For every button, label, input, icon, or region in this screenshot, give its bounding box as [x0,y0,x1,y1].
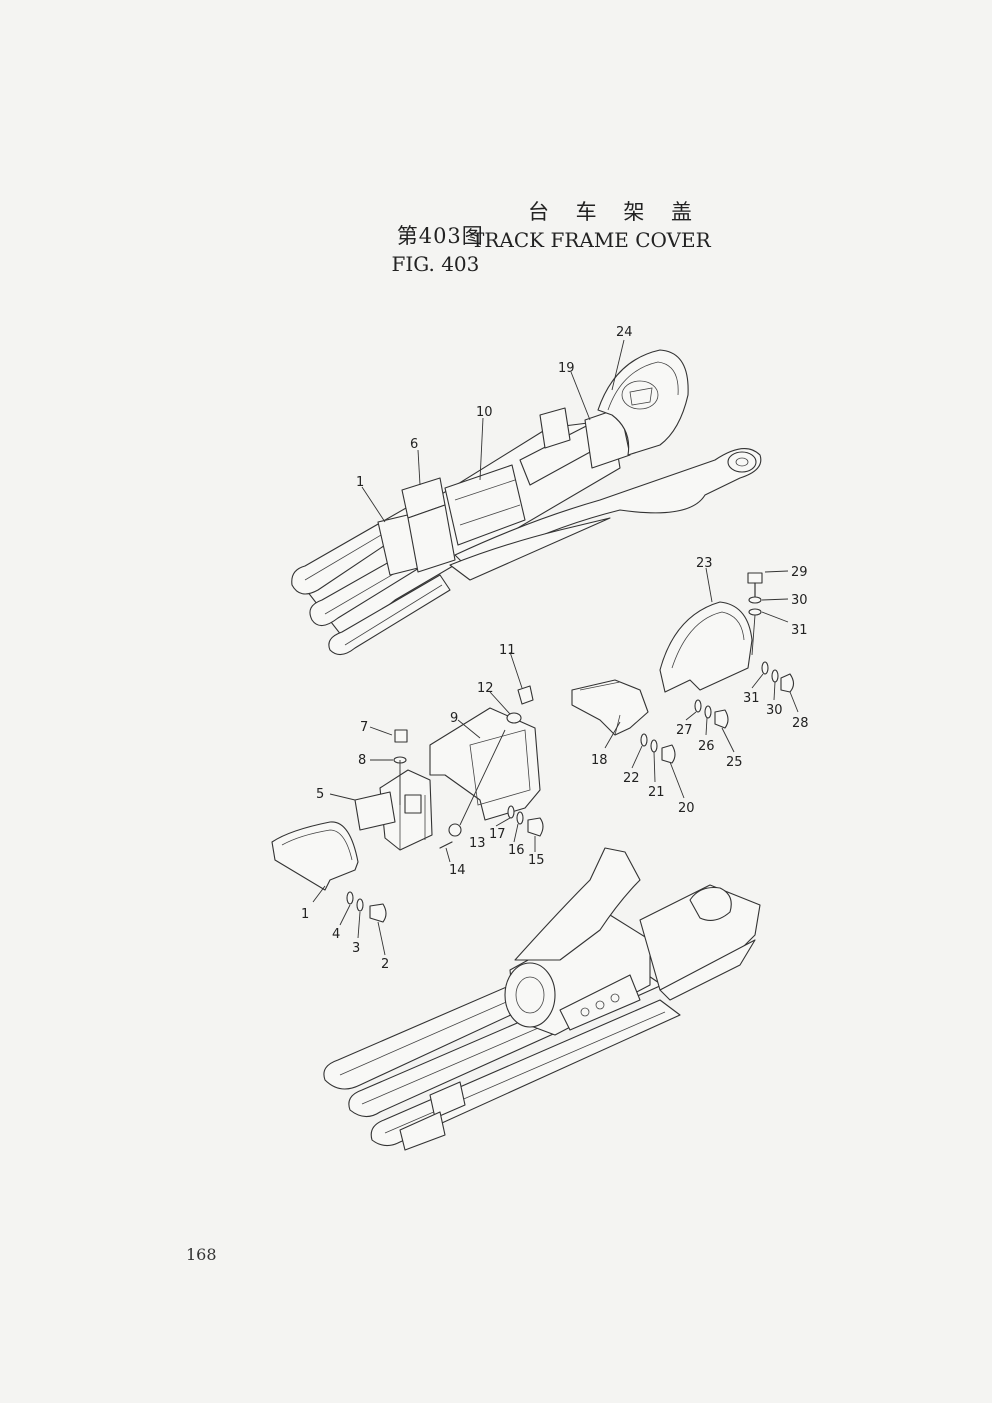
callout-label: 17 [489,827,506,842]
figure-number-cn: 第403图 [396,224,484,248]
callout-label: 15 [528,853,545,868]
callout-label: 2 [381,957,389,972]
figure-title-chinese: 第403图 台 车 架 盖 [366,196,692,298]
callout-label: 13 [469,836,486,851]
callout-label: 24 [616,325,633,340]
callout-label: 28 [792,716,809,731]
callout-label: 4 [332,927,340,942]
top-track-frame-assembly [291,349,762,656]
right-cover-group [571,572,795,764]
figure-number-en: FIG. 403 [391,252,480,276]
callout-label: 22 [623,771,640,786]
callout-label: 21 [648,785,665,800]
callout-label: 27 [676,723,693,738]
figure-name-cn: 台 车 架 盖 [528,200,703,224]
callout-label: 23 [696,556,713,571]
middle-cover-group [271,685,544,923]
callout-label: 14 [449,863,466,878]
callout-label: 29 [791,565,808,580]
callout-label: 31 [743,691,760,706]
callout-label: 10 [476,405,493,420]
callout-label: 25 [726,755,743,770]
leader-lines [312,339,799,956]
callout-label: 1 [356,475,364,490]
callout-label: 19 [558,361,575,376]
callout-label: 30 [791,593,808,608]
figure-name-en: TRACK FRAME COVER [471,228,711,252]
callout-label: 5 [316,787,324,802]
callout-label: 12 [477,681,494,696]
page-number: 168 [186,1245,217,1264]
callout-label: 20 [678,801,695,816]
callout-label: 3 [352,941,360,956]
callout-label: 16 [508,843,525,858]
callout-label: 31 [791,623,808,638]
callout-label: 30 [766,703,783,718]
callout-label: 9 [450,711,458,726]
figure-title-english: FIG. 403 TRACK FRAME COVER [366,228,746,324]
callout-label: 8 [358,753,366,768]
callout-label: 26 [698,739,715,754]
callout-label: 11 [499,643,516,658]
callout-label: 6 [410,437,418,452]
callout-labels: 1 6 10 19 24 23 29 30 31 11 12 9 7 8 5 1… [301,325,809,972]
bottom-track-frame-assembly [323,847,761,1151]
callout-label: 1 [301,907,309,922]
callout-label: 7 [360,720,368,735]
callout-label: 18 [591,753,608,768]
